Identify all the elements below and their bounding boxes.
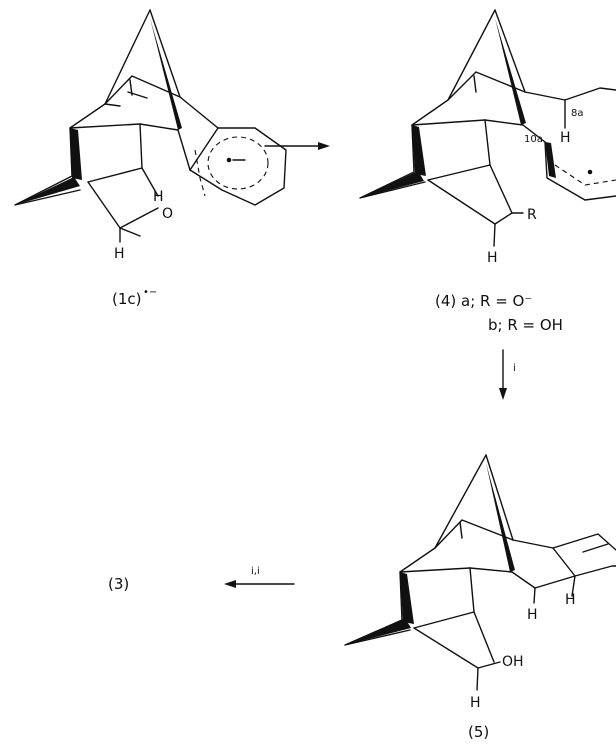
ring-hydrogen-5a: H <box>527 607 538 623</box>
carbinol-hydrogen: H <box>114 246 125 262</box>
compound-label-4b: b; R = OH <box>488 316 563 334</box>
reaction-arrow-1 <box>264 142 330 150</box>
compound-label-3: (3) <box>108 575 129 593</box>
reaction-arrow-2-label: i <box>513 363 516 374</box>
oxygen-atom: O <box>162 206 173 222</box>
compound-label-5: (5) <box>468 723 489 741</box>
carbinol-hydrogen-4: H <box>487 250 498 266</box>
structure-5: OH H H H (5) <box>344 454 616 741</box>
position-8a-label: 8a <box>571 108 584 119</box>
reaction-arrow-3: i,i <box>224 566 295 588</box>
ring-hydrogen-4: H <box>560 130 571 146</box>
bridging-hydrogen: H <box>153 189 164 205</box>
compound-label-4a: (4) a; R = O⁻ <box>435 292 532 310</box>
reaction-arrow-2: i <box>499 349 516 400</box>
carbinol-hydrogen-5: H <box>470 695 481 711</box>
radical-anion-charge: •− <box>143 287 157 298</box>
ring-hydrogen-5b: H <box>565 592 576 608</box>
compound-label-1c: (1c) <box>112 290 142 308</box>
structure-1c: O H H (1c) •− <box>14 9 287 308</box>
structure-4: R H H 8a 10a (4) a; R = O⁻ b; R = OH <box>359 9 616 334</box>
hydroxyl-group: OH <box>502 654 524 670</box>
r-substituent: R <box>527 207 537 223</box>
position-10a-label: 10a <box>524 134 543 145</box>
reaction-arrow-3-label: i,i <box>251 566 260 577</box>
